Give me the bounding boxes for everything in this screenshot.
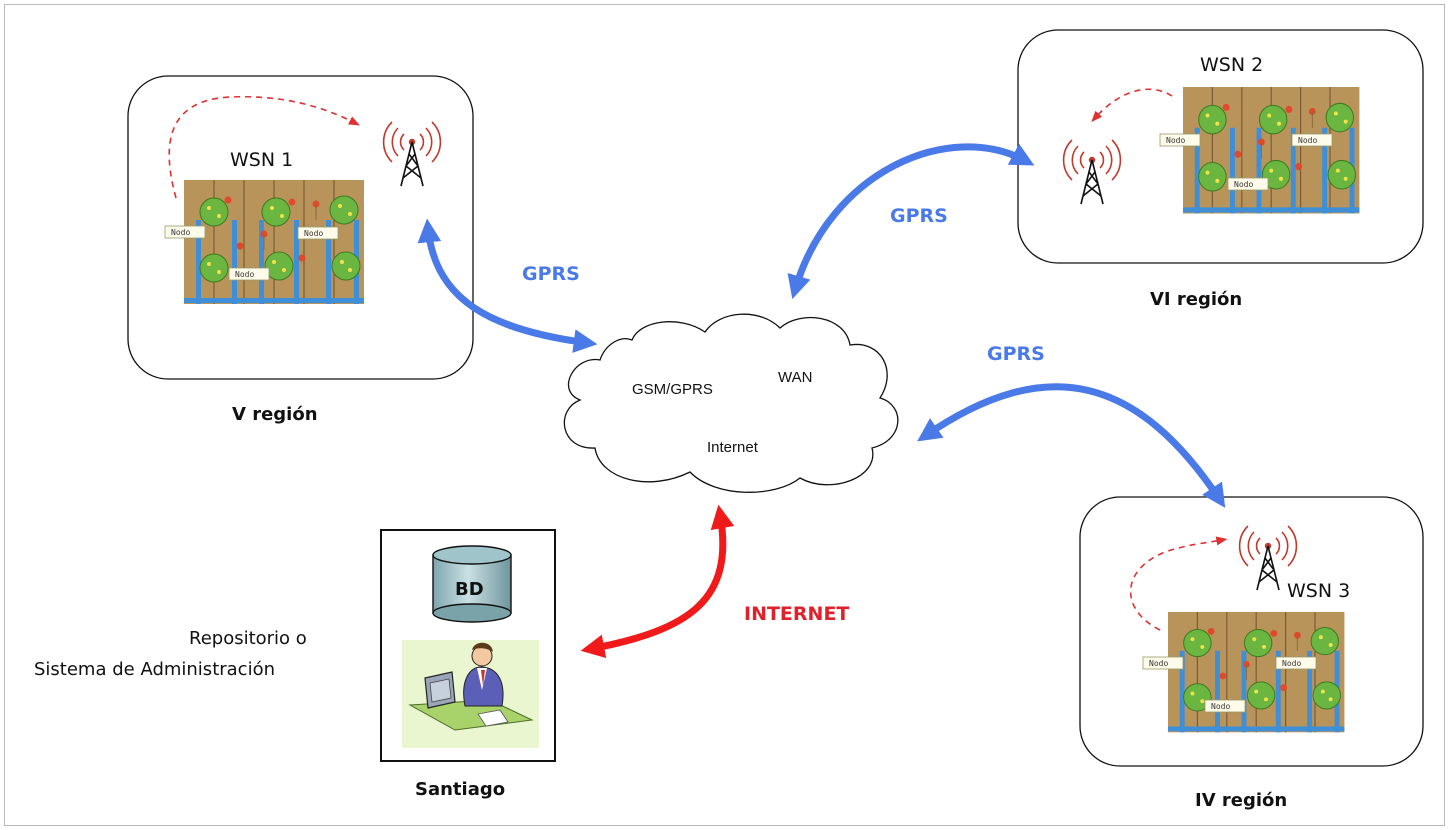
- wsn2-node-label: Nodo: [1234, 180, 1253, 189]
- wsn2-node-label: Nodo: [1166, 136, 1185, 145]
- wsn3-field: [1167, 611, 1345, 733]
- wsn1-field: [183, 179, 365, 305]
- cloud-label-gsm: GSM/GPRS: [632, 381, 713, 398]
- wsn1-node-label: Nodo: [235, 270, 254, 279]
- wsn3-title: WSN 3: [1287, 580, 1350, 602]
- cloud-label-internet: Internet: [707, 439, 759, 456]
- repository-description-line2: Sistema de Administración: [34, 659, 275, 680]
- wsn1-node-label: Nodo: [304, 229, 323, 238]
- repository-description-line1: Repositorio o: [189, 628, 307, 649]
- wsn3-node-labels: Nodo Nodo Nodo: [1142, 656, 1317, 713]
- wsn1-panel: WSN 1 Nodo Nodo Nodo: [127, 75, 474, 380]
- wsn1-title: WSN 1: [230, 149, 293, 171]
- wsn3-region-label: IV región: [1195, 790, 1287, 811]
- wsn3-dashed-link: [1129, 536, 1228, 631]
- internet-arrow: [580, 504, 735, 659]
- gprs-label-wsn2: GPRS: [890, 205, 948, 227]
- database-label: BD: [455, 579, 484, 600]
- wsn2-region-label: VI región: [1150, 289, 1242, 310]
- gprs-label-wsn1: GPRS: [522, 263, 580, 285]
- gprs-arrow-wsn1: [417, 218, 598, 353]
- wsn3-node-label: Nodo: [1211, 702, 1230, 711]
- wsn1-node-labels: Nodo Nodo Nodo: [164, 225, 339, 281]
- cloud-shape: [563, 313, 899, 493]
- wsn3-node-label: Nodo: [1282, 659, 1301, 668]
- wsn2-title: WSN 2: [1200, 54, 1263, 76]
- wsn2-node-labels: Nodo Nodo Nodo: [1159, 133, 1333, 191]
- person-at-computer-icon: [402, 640, 539, 748]
- wsn2-dashed-link: [1091, 88, 1173, 123]
- wsn2-field: [1182, 86, 1361, 215]
- wsn1-node-label: Nodo: [171, 228, 190, 237]
- gprs-arrow-wsn2: [787, 143, 1035, 300]
- wsn1-dashed-link: [168, 95, 360, 199]
- gprs-arrow-wsn3: [917, 383, 1226, 508]
- wsn2-panel: WSN 2 Nodo Nodo Nodo: [1017, 29, 1424, 264]
- internet-label: INTERNET: [744, 603, 849, 625]
- wsn1-region-label: V región: [232, 404, 318, 425]
- repository-location-label: Santiago: [415, 779, 505, 800]
- cloud-label-wan: WAN: [778, 369, 812, 386]
- wsn2-node-label: Nodo: [1298, 136, 1317, 145]
- database-icon: [432, 545, 512, 623]
- gprs-label-wsn3: GPRS: [987, 343, 1045, 365]
- wsn3-panel: WSN 3 Nodo Nodo Nodo: [1079, 496, 1424, 767]
- wsn3-node-label: Nodo: [1149, 659, 1168, 668]
